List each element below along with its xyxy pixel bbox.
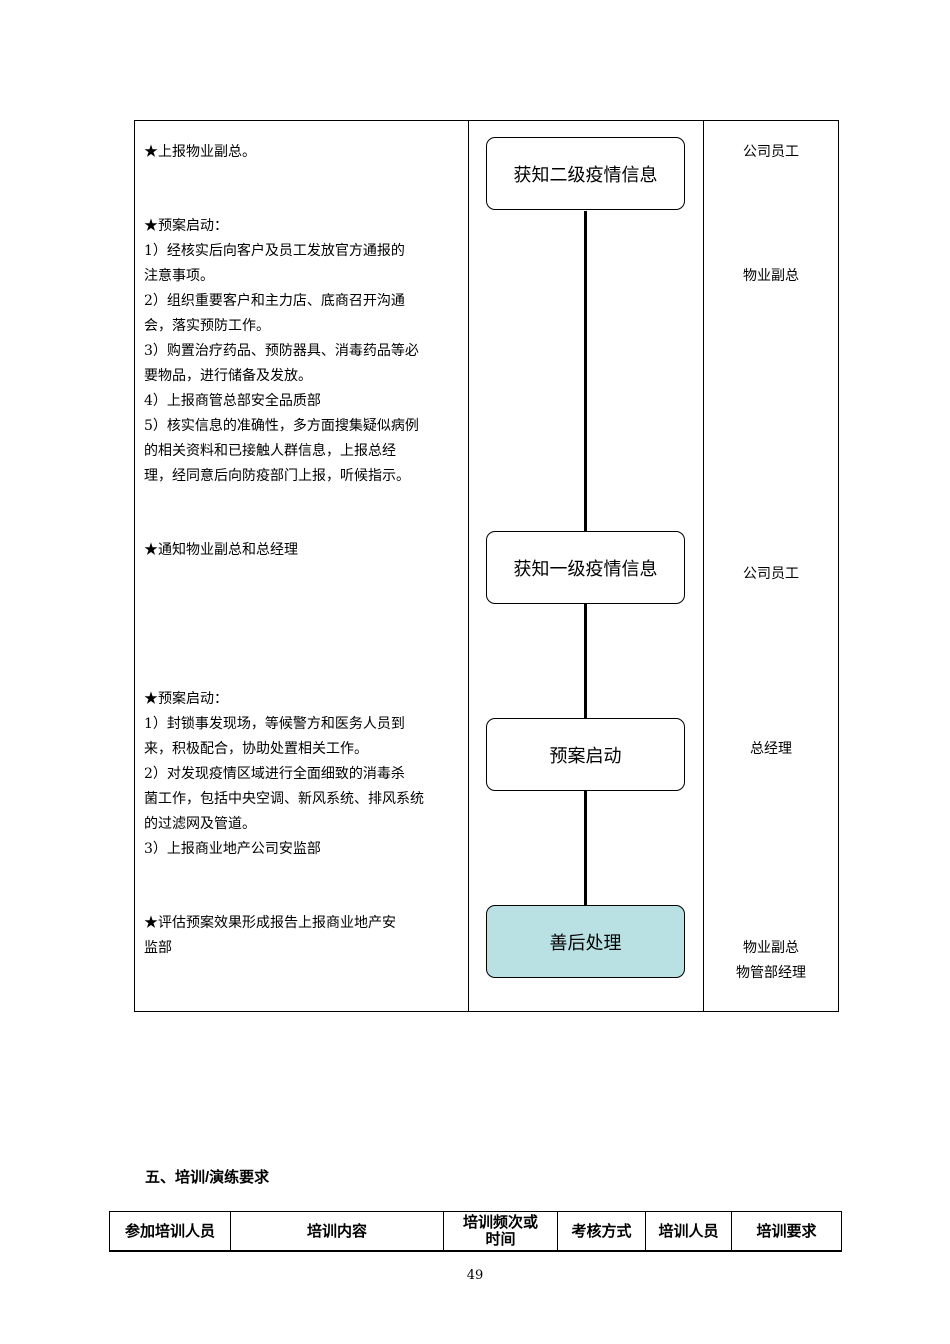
text-line: 5）核实信息的准确性，多方面搜集疑似病例 <box>144 418 419 434</box>
text-line: 理，经同意后向防疫部门上报，听候指示。 <box>144 468 410 484</box>
flow-box-aftermath: 善后处理 <box>486 905 685 978</box>
column-divider <box>703 120 704 1011</box>
column-divider <box>468 120 469 1011</box>
step-desc-1: ★上报物业副总。 <box>144 140 466 165</box>
text-line: ★上报物业副总。 <box>144 144 256 160</box>
page-number: 49 <box>466 1268 484 1283</box>
flow-box-level2-info: 获知二级疫情信息 <box>486 137 685 210</box>
text-line: 1）封锁事发现场，等候警方和医务人员到 <box>144 716 405 732</box>
text-line: ★通知物业副总和总经理 <box>144 542 298 558</box>
responsible-4: 总经理 <box>704 737 838 762</box>
text-line: 公司员工 <box>743 144 799 160</box>
responsible-2: 物业副总 <box>704 264 838 289</box>
step-desc-4: ★预案启动： 1）封锁事发现场，等候警方和医务人员到来，积极配合，协助处置相关工作… <box>144 687 466 862</box>
text-line: 监部 <box>144 940 172 956</box>
header-frequency: 培训频次或时间 <box>444 1212 558 1250</box>
responsible-3: 公司员工 <box>704 562 838 587</box>
header-participants: 参加培训人员 <box>110 1212 231 1250</box>
text-line: 1）经核实后向客户及员工发放官方通报的 <box>144 243 405 259</box>
step-desc-2: ★预案启动： 1）经核实后向客户及员工发放官方通报的注意事项。 2）组织重要客户和主… <box>144 214 466 489</box>
text-line: 物业副总 <box>743 940 799 956</box>
text-line: 的过滤网及管道。 <box>144 816 256 832</box>
text-line: 2）对发现疫情区域进行全面细致的消毒杀 <box>144 766 405 782</box>
text-line: ★预案启动： <box>144 691 228 707</box>
step-desc-5: ★评估预案效果形成报告上报商业地产安监部 <box>144 911 466 961</box>
text-line: 来，积极配合，协助处置相关工作。 <box>144 741 368 757</box>
text-line: 物业副总 <box>743 268 799 284</box>
text-line: ★预案启动： <box>144 218 228 234</box>
text-line: ★评估预案效果形成报告上报商业地产安 <box>144 915 396 931</box>
flow-box-level1-info: 获知一级疫情信息 <box>486 531 685 604</box>
text-line: 物管部经理 <box>736 965 806 981</box>
header-trainer: 培训人员 <box>646 1212 732 1250</box>
text-line: 注意事项。 <box>144 268 214 284</box>
text-line: 3）上报商业地产公司安监部 <box>144 841 321 857</box>
header-assessment: 考核方式 <box>558 1212 646 1250</box>
step-desc-3: ★通知物业副总和总经理 <box>144 538 466 563</box>
text-line: 公司员工 <box>743 566 799 582</box>
text-line: 4）上报商管总部安全品质部 <box>144 393 321 409</box>
text-line: 会，落实预防工作。 <box>144 318 270 334</box>
training-table-header: 参加培训人员 培训内容 培训频次或时间 考核方式 培训人员 培训要求 <box>109 1211 842 1252</box>
text-line: 总经理 <box>750 741 792 757</box>
responsible-5: 物业副总物管部经理 <box>704 936 838 986</box>
text-line: 2）组织重要客户和主力店、底商召开沟通 <box>144 293 405 309</box>
header-requirements: 培训要求 <box>756 1222 817 1240</box>
responsible-1: 公司员工 <box>704 140 838 165</box>
text-line: 要物品，进行储备及发放。 <box>144 368 312 384</box>
text-line: 菌工作，包括中央空调、新风系统、排风系统 <box>144 791 424 807</box>
header-content: 培训内容 <box>231 1212 444 1250</box>
flow-table <box>134 120 839 1012</box>
text-line: 的相关资料和已接触人群信息，上报总经 <box>144 443 396 459</box>
text-line: 3）购置治疗药品、预防器具、消毒药品等必 <box>144 343 419 359</box>
section-heading: 五、培训/演练要求 <box>145 1169 270 1186</box>
flow-box-plan-start: 预案启动 <box>486 718 685 791</box>
